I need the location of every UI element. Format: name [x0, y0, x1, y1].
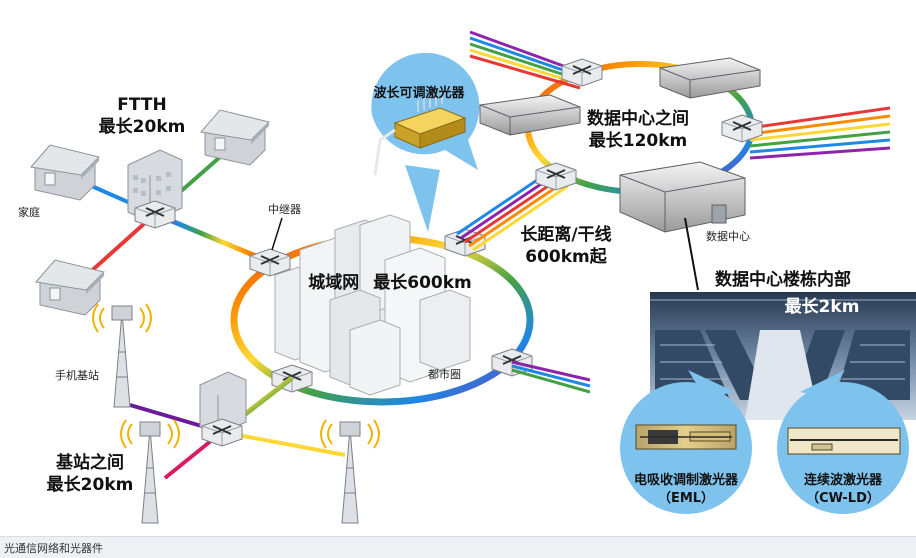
metro-title: 城域网: [308, 272, 359, 293]
dc-switch-icon: [536, 163, 576, 190]
caption-bar: 光通信网络和光器件: [0, 536, 916, 558]
ftth-distance: 最长20km: [99, 116, 186, 137]
repeater-pointer: [272, 218, 282, 250]
datacenter-pointer: [685, 218, 698, 290]
ftth-title: FTTH: [117, 95, 166, 115]
cwld-abbr: （CW-LD）: [806, 490, 880, 506]
intra-dc-distance: 最长2km: [785, 296, 860, 317]
metro-distance: 最长600km: [373, 272, 472, 293]
eml-name: 电吸收调制激光器: [634, 472, 739, 488]
cwld-chip-icon: [788, 428, 900, 454]
long-haul-distance: 600km起: [525, 246, 608, 267]
datacenter-building-icon: [620, 162, 745, 232]
downtown-label: 都市圈: [428, 367, 461, 381]
datacenter-label: 数据中心: [706, 229, 750, 243]
cell-tower-icon: [93, 304, 151, 407]
between-base-distance: 最长20km: [47, 474, 134, 495]
between-dc-distance: 最长120km: [589, 130, 688, 151]
metro-label: 城域网最长600km: [308, 272, 472, 293]
between-dc-title: 数据中心之间: [587, 108, 689, 129]
cell-tower-icon: [321, 420, 379, 523]
home-house-icon: [31, 145, 99, 200]
eml-chip-icon: [636, 425, 736, 449]
between-base-title: 基站之间: [55, 452, 124, 473]
figure-caption: 光通信网络和光器件: [4, 540, 103, 556]
repeater-label: 中继器: [268, 203, 301, 216]
intra-dc-title: 数据中心楼栋内部: [715, 269, 851, 290]
tunable-laser-label: 波长可调激光器: [373, 85, 465, 101]
eml-abbr: （EML）: [658, 490, 714, 506]
home-label: 家庭: [18, 205, 40, 219]
server-icon: [480, 95, 580, 135]
house-icon: [201, 110, 269, 165]
long-haul-title: 长距离/干线: [520, 224, 611, 245]
tunable-laser-callout: [371, 53, 479, 232]
cwld-name: 连续波激光器: [804, 472, 883, 488]
base-station-label: 手机基站: [55, 368, 99, 382]
